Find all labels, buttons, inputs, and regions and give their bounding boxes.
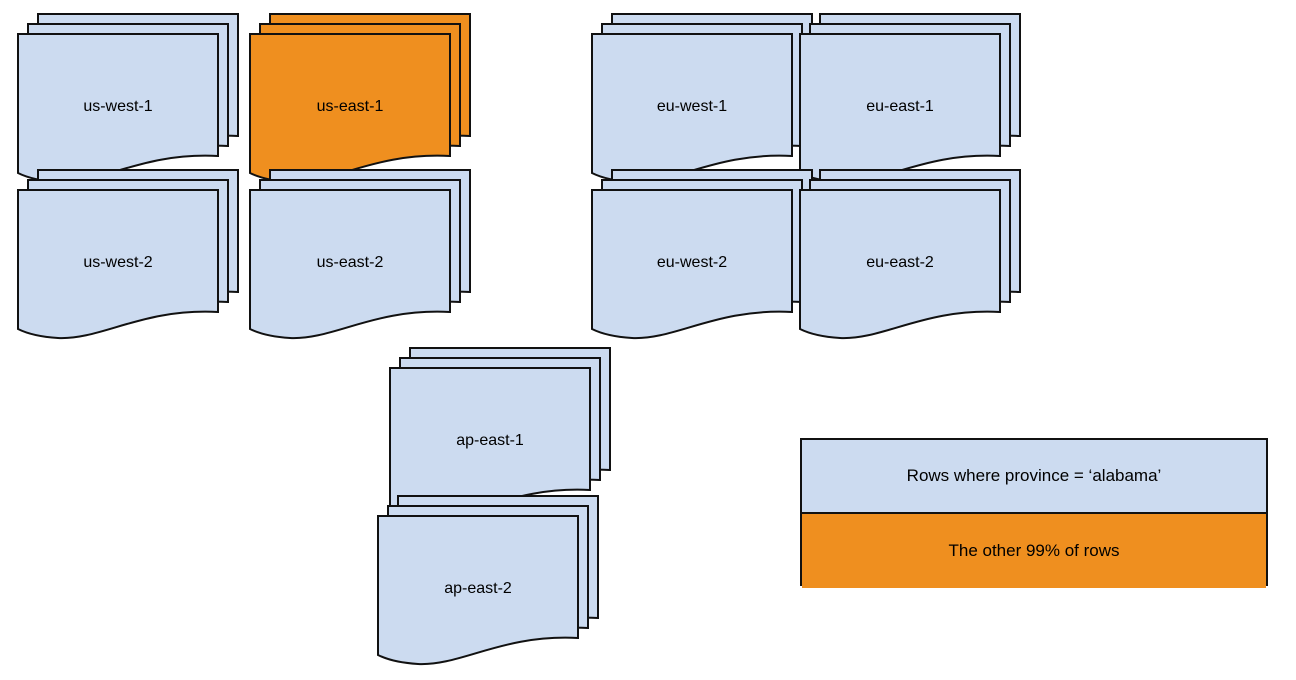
- region-stack-us-east-2[interactable]: us-east-2: [249, 169, 471, 340]
- stack-sheets-eu-east-1: [799, 13, 1021, 184]
- stack-sheets-eu-east-2: [799, 169, 1021, 340]
- stack-sheet: [591, 33, 793, 184]
- legend: Rows where province = ‘alabama’ The other…: [800, 438, 1268, 588]
- region-stack-us-west-1[interactable]: us-west-1: [17, 13, 239, 184]
- region-stack-ap-east-2[interactable]: ap-east-2: [377, 495, 599, 666]
- stack-sheet: [377, 515, 579, 666]
- stack-sheets-us-east-1: [249, 13, 471, 184]
- region-stack-us-west-2[interactable]: us-west-2: [17, 169, 239, 340]
- stack-sheet: [389, 367, 591, 518]
- legend-row-legend-blue: Rows where province = ‘alabama’: [802, 440, 1266, 514]
- stack-sheets-ap-east-2: [377, 495, 599, 666]
- region-stack-ap-east-1[interactable]: ap-east-1: [389, 347, 611, 518]
- stack-sheet: [17, 189, 219, 340]
- stack-sheet: [799, 189, 1001, 340]
- stack-sheets-eu-west-1: [591, 13, 813, 184]
- stack-sheet: [591, 189, 793, 340]
- stack-sheet: [799, 33, 1001, 184]
- region-stack-eu-east-1[interactable]: eu-east-1: [799, 13, 1021, 184]
- stack-sheet: [17, 33, 219, 184]
- legend-label-legend-blue: Rows where province = ‘alabama’: [906, 466, 1162, 485]
- legend-label-legend-orange: The other 99% of rows: [948, 541, 1120, 560]
- stack-sheets-eu-west-2: [591, 169, 813, 340]
- legend-row-legend-orange: The other 99% of rows: [802, 514, 1266, 588]
- region-stack-eu-east-2[interactable]: eu-east-2: [799, 169, 1021, 340]
- stack-sheets-us-west-1: [17, 13, 239, 184]
- stack-sheet: [249, 33, 451, 184]
- region-stack-eu-west-2[interactable]: eu-west-2: [591, 169, 813, 340]
- stack-sheets-us-west-2: [17, 169, 239, 340]
- stack-sheets-us-east-2: [249, 169, 471, 340]
- stack-sheet: [249, 189, 451, 340]
- region-stack-eu-west-1[interactable]: eu-west-1: [591, 13, 813, 184]
- stack-sheets-ap-east-1: [389, 347, 611, 518]
- region-stack-us-east-1[interactable]: us-east-1: [249, 13, 471, 184]
